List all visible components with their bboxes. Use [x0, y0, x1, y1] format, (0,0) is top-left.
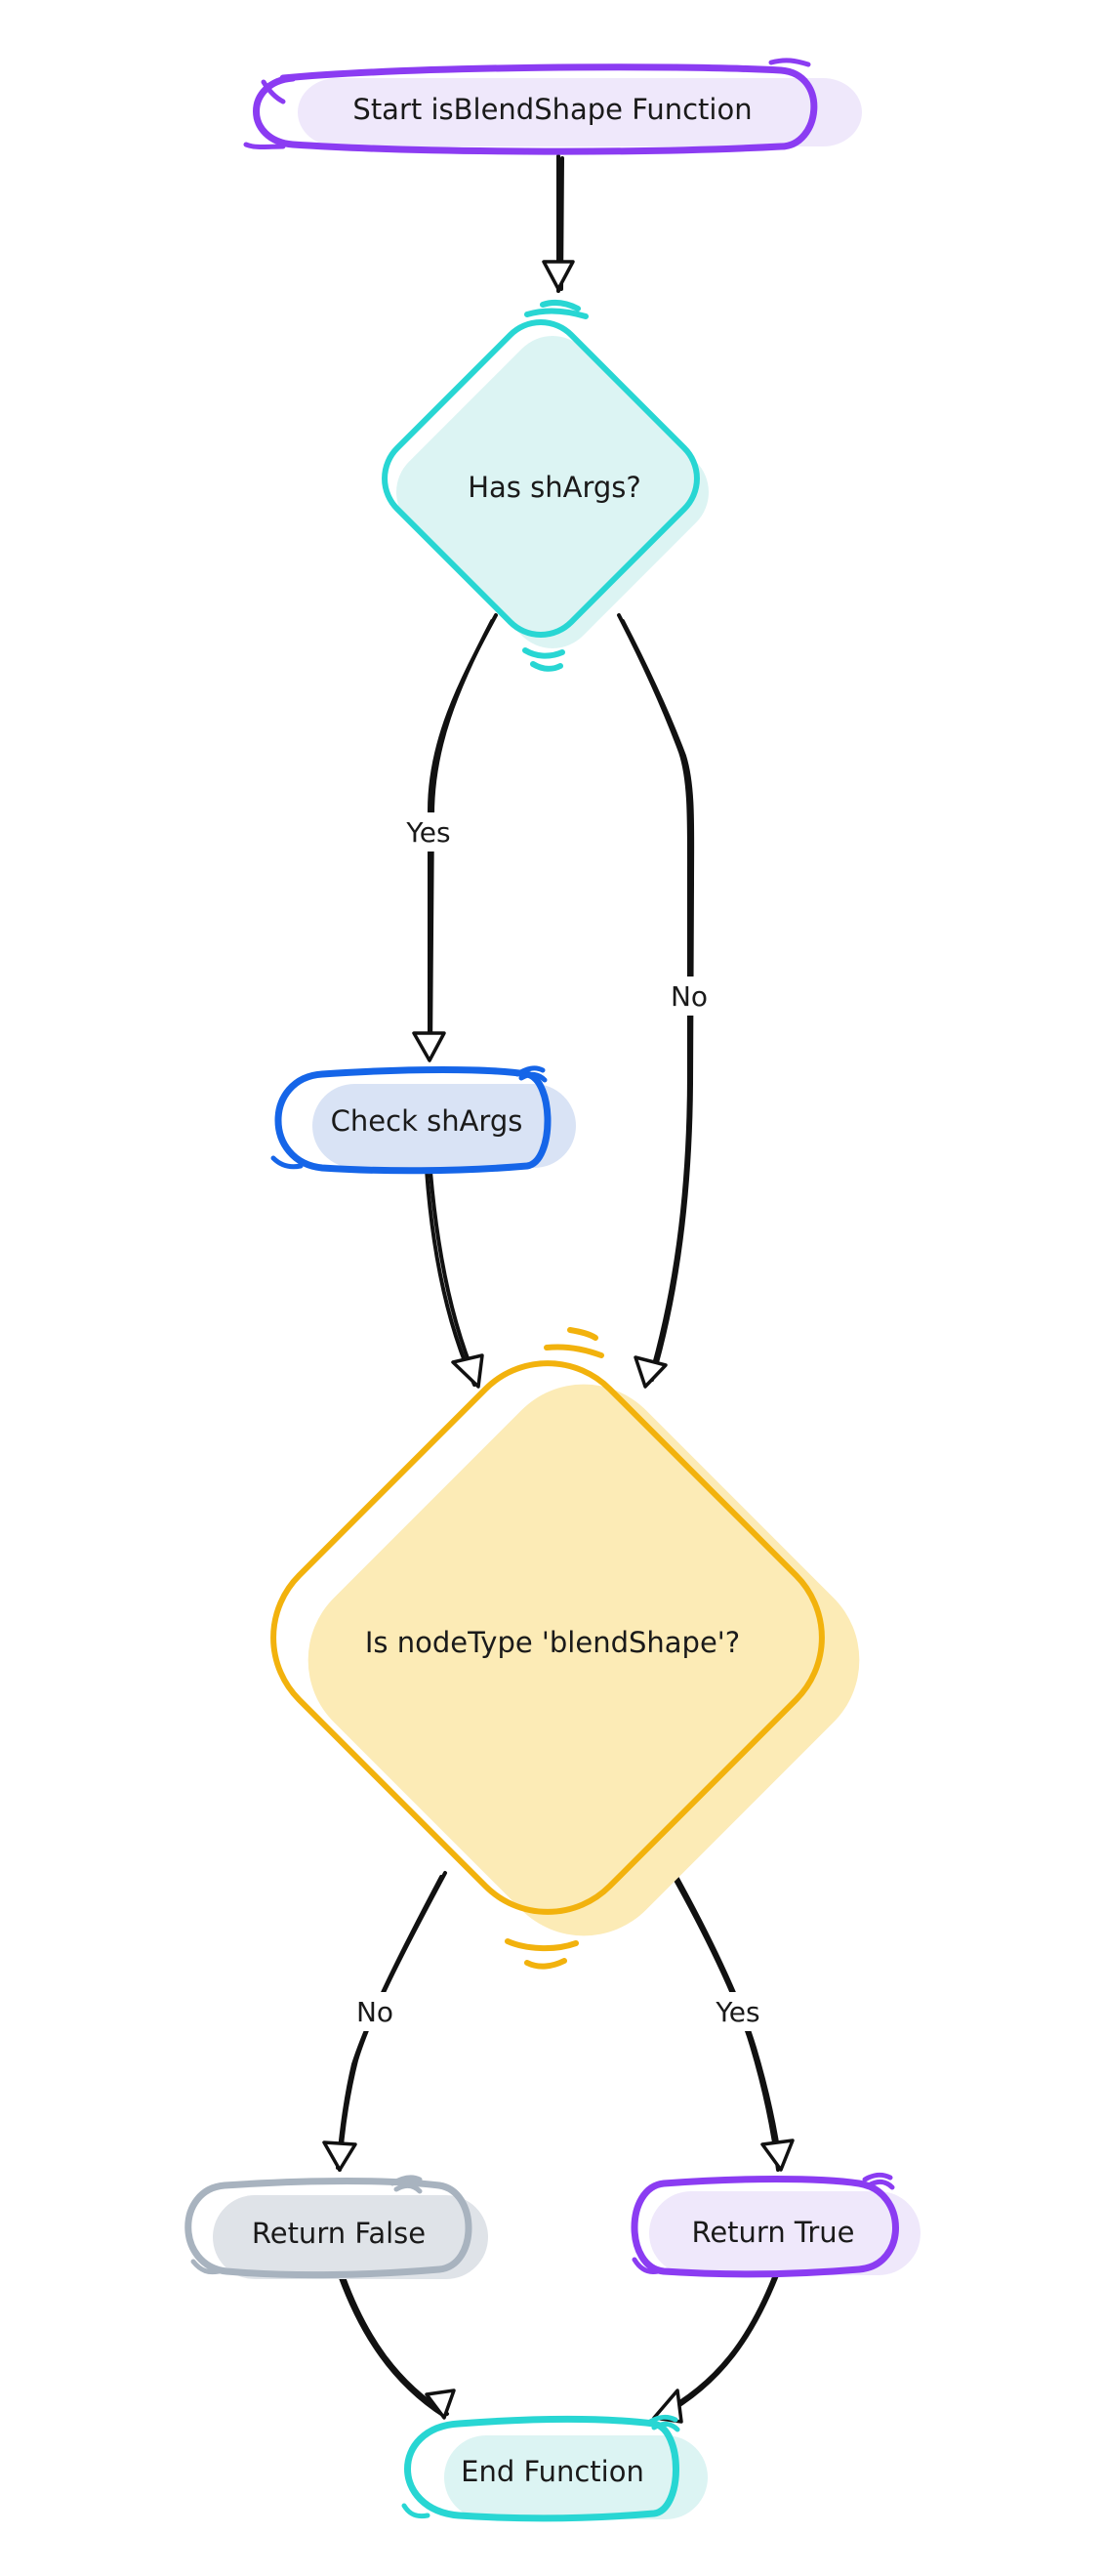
edge-label-bg	[395, 812, 462, 852]
edge-start-to-has-shargs	[542, 154, 575, 293]
arrowhead-icon	[634, 1355, 668, 1389]
edge-has-shargs-no	[617, 613, 695, 1389]
node-end-label: End Function	[461, 2455, 644, 2488]
node-check-shargs[interactable]: Check shArgs	[270, 1065, 576, 1175]
edge-check-shargs-to-is-blendshape	[425, 1168, 484, 1389]
arrowhead-icon	[542, 260, 575, 291]
node-start[interactable]: Start isBlendShape Function	[243, 58, 862, 155]
edge-label-bg	[703, 1992, 773, 2031]
arrowhead-icon	[451, 1353, 484, 1389]
edge-label-is-no: No	[356, 1996, 393, 2028]
edge-label-bg	[660, 976, 718, 1016]
node-is-blendshape-label: Is nodeType 'blendShape'?	[365, 1626, 740, 1659]
edge-return-true-to-end	[652, 2273, 779, 2424]
arrowhead-icon	[412, 1031, 446, 1062]
edge-label-bg	[344, 1992, 402, 2031]
node-is-blendshape[interactable]: Is nodeType 'blendShape'?	[237, 1327, 896, 1973]
edge-is-blendshape-no	[322, 1871, 447, 2172]
edge-label-has-no: No	[671, 980, 708, 1013]
node-return-false-label: Return False	[252, 2217, 426, 2250]
edge-label-has-yes: Yes	[405, 816, 450, 849]
edge-return-false-to-end	[338, 2273, 456, 2420]
node-start-label: Start isBlendShape Function	[352, 93, 752, 126]
arrowhead-icon	[425, 2389, 456, 2420]
edge-has-shargs-yes	[412, 613, 498, 1062]
node-return-true-label: Return True	[691, 2216, 854, 2249]
node-end[interactable]: End Function	[401, 2414, 708, 2522]
node-has-shargs-label: Has shArgs?	[468, 471, 641, 504]
node-return-true[interactable]: Return True	[631, 2172, 921, 2278]
arrowhead-icon	[760, 2139, 795, 2172]
arrowhead-icon	[322, 2140, 357, 2172]
node-has-shargs[interactable]: Has shArgs?	[367, 299, 726, 672]
edge-label-is-yes: Yes	[715, 1996, 759, 2028]
node-return-false[interactable]: Return False	[184, 2175, 488, 2279]
node-check-shargs-label: Check shArgs	[331, 1104, 523, 1138]
edge-is-blendshape-yes	[670, 1871, 795, 2172]
